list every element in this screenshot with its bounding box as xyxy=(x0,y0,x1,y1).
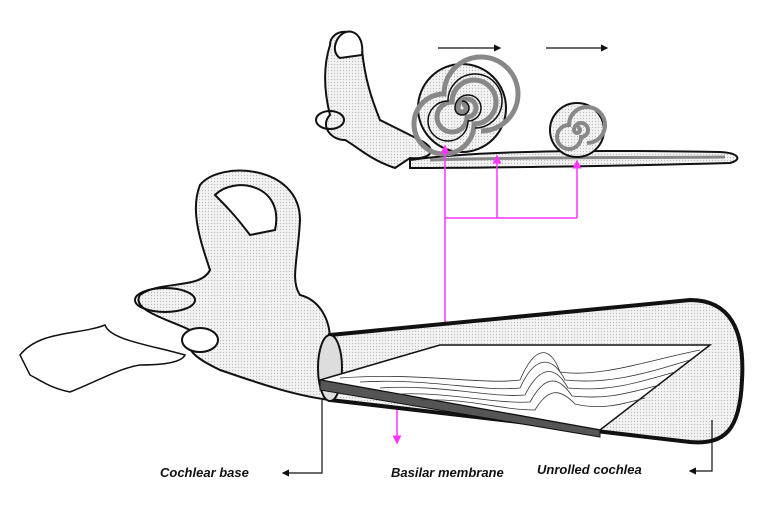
unrolled-cochlea-connector xyxy=(688,420,713,475)
unrolled-cochlea-shape xyxy=(317,297,745,445)
unrolled-cochlea-label: Unrolled cochlea xyxy=(537,462,642,477)
basilar-membrane-label: Basilar membrane xyxy=(391,465,504,480)
auditory-nerve xyxy=(19,324,187,393)
large-spiral xyxy=(411,54,521,157)
cochlear-base-connector xyxy=(281,400,323,477)
top-inner-ear xyxy=(315,30,432,170)
cochlear-base-label: Cochlear base xyxy=(160,465,249,480)
small-spiral xyxy=(549,102,607,158)
rolled-cochlea-tube xyxy=(409,149,739,170)
bottom-inner-ear xyxy=(134,169,331,402)
